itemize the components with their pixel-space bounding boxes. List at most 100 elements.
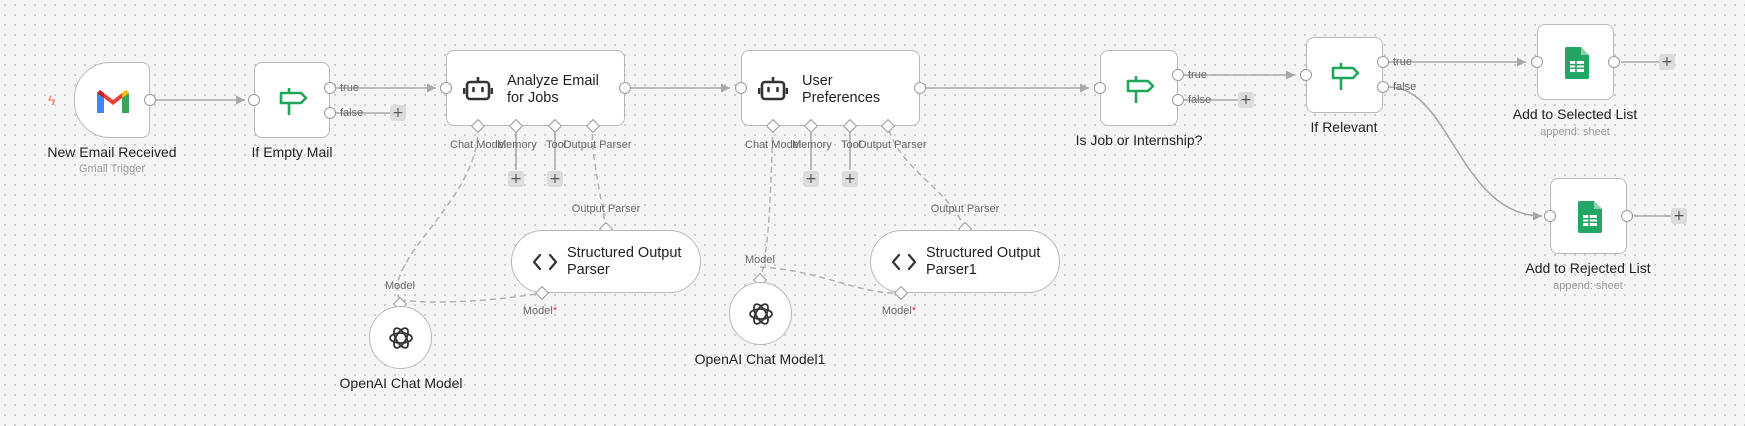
is-job-false-add-button[interactable]: +: [1238, 92, 1254, 108]
add-selected-subtitle: append: sheet: [1540, 126, 1610, 138]
preferences-input-port[interactable]: [735, 82, 747, 94]
analyze-port-label-tool: Tool: [546, 139, 567, 151]
parser2-title-line1: Structured Output: [926, 245, 1041, 261]
arrow-head: [721, 83, 730, 93]
gmail-trigger-title: New Email Received: [47, 144, 177, 160]
if-empty-mail-node[interactable]: [254, 62, 330, 138]
preferences-port-label-tool: Tool: [841, 139, 862, 151]
openai-icon: [746, 299, 776, 329]
connection-openai1-to-parser1: [399, 292, 543, 303]
analyze-tool-add-button[interactable]: +: [547, 171, 563, 187]
add-selected-output-port[interactable]: [1608, 56, 1620, 68]
preferences-port-label-output-parser: Output Parser: [858, 139, 927, 151]
trigger-bolt-icon: ϟ: [48, 92, 56, 108]
add-rejected-subtitle: append: sheet: [1553, 280, 1623, 292]
add-to-selected-list-node[interactable]: [1537, 24, 1614, 100]
user-preferences-agent-node[interactable]: User Preferences: [741, 50, 920, 126]
is-job-input-port[interactable]: [1094, 82, 1106, 94]
parser1-title-line2: Parser: [567, 262, 610, 278]
analyze-port-label-chat-model: Chat Model: [450, 139, 507, 151]
trigger-output-port[interactable]: [144, 94, 156, 106]
preferences-port-label-memory: Memory: [792, 139, 832, 151]
add-selected-input-port[interactable]: [1531, 56, 1543, 68]
preferences-output-port[interactable]: [914, 82, 926, 94]
gmail-trigger-node[interactable]: [74, 62, 150, 138]
preferences-memory-add-button[interactable]: +: [803, 171, 819, 187]
openai1-title: OpenAI Chat Model: [339, 375, 463, 391]
if-relevant-true-label: true: [1393, 56, 1412, 68]
arrow-head: [1517, 57, 1526, 67]
if-empty-true-port[interactable]: [324, 82, 336, 94]
if-empty-title: If Empty Mail: [251, 144, 333, 160]
openai1-top-port-label: Model: [385, 280, 415, 292]
gmail-trigger-subtitle: Gmail Trigger: [78, 163, 146, 175]
parser1-title-line1: Structured Output: [567, 245, 682, 261]
add-selected-title: Add to Selected List: [1512, 106, 1638, 122]
if-relevant-false-port[interactable]: [1377, 81, 1389, 93]
is-job-false-label: false: [1188, 94, 1212, 106]
signpost-icon: [1327, 58, 1363, 94]
signpost-icon: [1122, 71, 1158, 107]
arrow-head: [1286, 70, 1295, 80]
if-relevant-input-port[interactable]: [1300, 69, 1312, 81]
openai2-title: OpenAI Chat Model1: [694, 351, 826, 367]
openai-icon: [386, 323, 416, 353]
code-icon: [889, 247, 919, 277]
connection-openai1-to-analyze: [396, 126, 479, 301]
if-relevant-false-label: false: [1393, 81, 1417, 93]
if-empty-input-port[interactable]: [248, 94, 260, 106]
preferences-port-label-chat-model: Chat Model: [745, 139, 802, 151]
arrow-head: [1080, 83, 1089, 93]
if-empty-false-port[interactable]: [324, 107, 336, 119]
if-empty-false-label: false: [340, 107, 364, 119]
add-rejected-title: Add to Rejected List: [1525, 260, 1651, 276]
openai2-top-port-label: Model: [745, 254, 775, 266]
parser1-model-label: Model*: [522, 305, 558, 317]
code-icon: [530, 247, 560, 277]
is-job-true-label: true: [1188, 69, 1207, 81]
analyze-port-label-output-parser: Output Parser: [563, 139, 632, 151]
if-relevant-title: If Relevant: [1310, 119, 1378, 135]
parser2-top-port-label: Output Parser: [930, 203, 1000, 215]
structured-output-parser-node[interactable]: Structured Output Parser: [511, 230, 701, 293]
structured-output-parser1-node[interactable]: Structured Output Parser1: [870, 230, 1060, 293]
sheets-icon: [1562, 45, 1592, 81]
analyze-input-port[interactable]: [440, 82, 452, 94]
if-empty-false-add-button[interactable]: +: [390, 105, 406, 121]
openai-chat-model1-node[interactable]: [729, 282, 792, 345]
parser1-top-port-label: Output Parser: [571, 203, 641, 215]
add-rejected-input-port[interactable]: [1544, 210, 1556, 222]
preferences-tool-add-button[interactable]: +: [842, 171, 858, 187]
arrow-head: [236, 95, 245, 105]
connection-parser2-to-preferences: [887, 126, 966, 230]
parser2-title-line2: Parser1: [926, 262, 977, 278]
if-relevant-node[interactable]: [1306, 37, 1383, 113]
robot-icon: [461, 71, 495, 105]
analyze-title-line1: Analyze Email: [507, 73, 599, 89]
analyze-email-agent-node[interactable]: Analyze Email for Jobs: [446, 50, 625, 126]
analyze-port-label-memory: Memory: [497, 139, 537, 151]
is-job-false-port[interactable]: [1172, 94, 1184, 106]
analyze-memory-add-button[interactable]: +: [508, 171, 524, 187]
arrow-head: [1533, 211, 1542, 221]
analyze-title-line2: for Jobs: [507, 90, 559, 106]
add-rejected-output-port[interactable]: [1621, 210, 1633, 222]
robot-icon: [756, 71, 790, 105]
analyze-output-port[interactable]: [619, 82, 631, 94]
sheets-icon: [1575, 199, 1605, 235]
connection-parser1-to-analyze: [591, 126, 607, 230]
is-job-true-port[interactable]: [1172, 69, 1184, 81]
if-relevant-true-port[interactable]: [1377, 56, 1389, 68]
is-job-or-internship-node[interactable]: [1100, 50, 1178, 126]
arrow-head: [427, 83, 436, 93]
parser2-model-label: Model*: [881, 305, 917, 317]
signpost-icon: [275, 83, 311, 119]
is-job-title: Is Job or Internship?: [1075, 132, 1203, 148]
preferences-title-line2: Preferences: [802, 90, 881, 106]
add-rejected-add-button[interactable]: +: [1671, 208, 1687, 224]
openai-chat-model-node[interactable]: [369, 306, 432, 369]
add-selected-add-button[interactable]: +: [1659, 54, 1675, 70]
add-to-rejected-list-node[interactable]: [1550, 178, 1627, 254]
connection-relevant-false-to-rejected: [1388, 86, 1543, 217]
